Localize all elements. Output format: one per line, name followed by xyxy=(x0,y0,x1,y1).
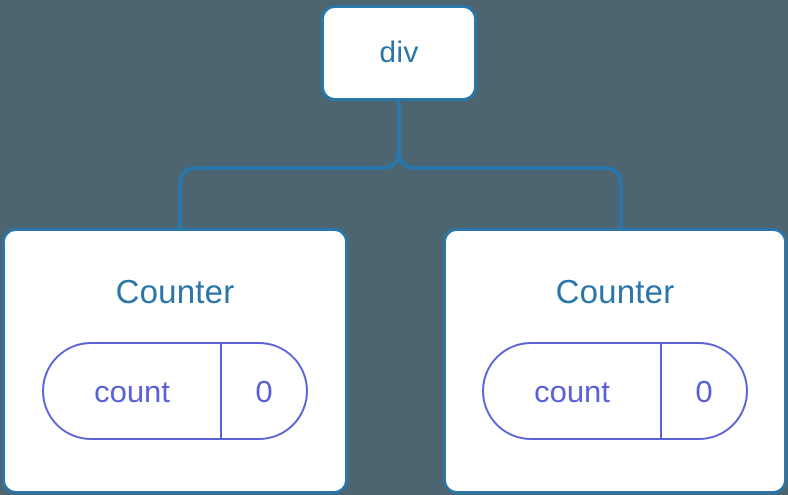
state-key-left: count xyxy=(44,344,222,438)
node-counter-right-label: Counter xyxy=(555,273,675,310)
state-value-left: 0 xyxy=(255,373,273,409)
state-value-right: 0 xyxy=(695,373,713,409)
node-counter-left[interactable]: Counter count 0 xyxy=(2,228,348,494)
state-pill-left: count 0 xyxy=(42,342,308,440)
state-pill-right: count 0 xyxy=(482,342,748,440)
node-div-label: div xyxy=(379,36,419,69)
node-counter-left-label: Counter xyxy=(115,273,235,310)
node-counter-right[interactable]: Counter count 0 xyxy=(443,228,787,494)
node-div[interactable]: div xyxy=(321,5,477,101)
state-key-right: count xyxy=(484,344,662,438)
